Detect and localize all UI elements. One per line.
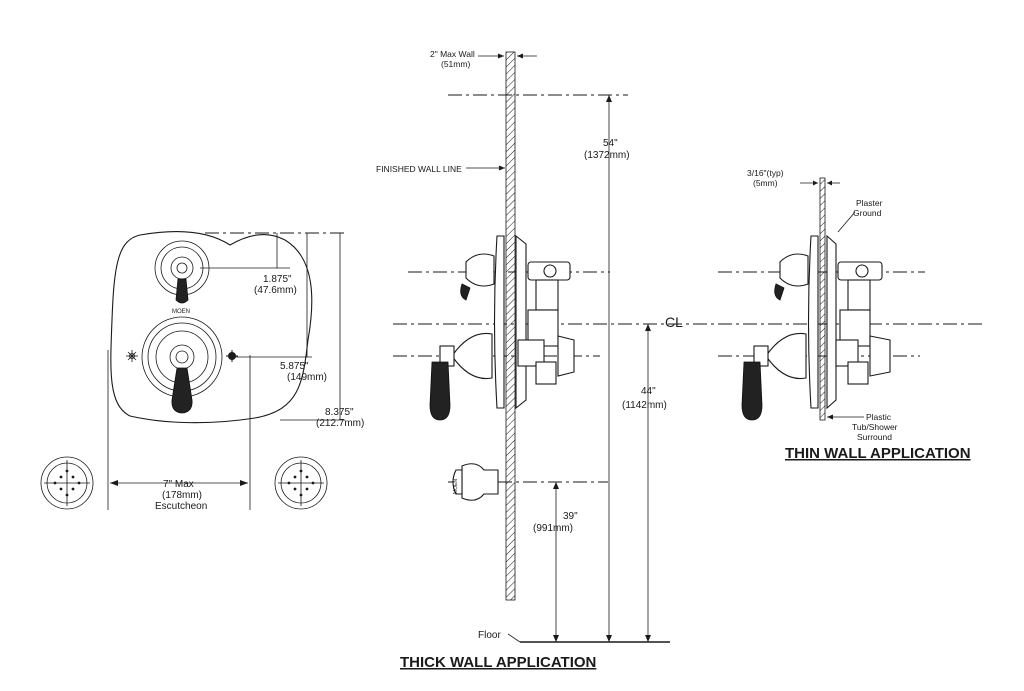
floor-label: Floor xyxy=(478,630,501,641)
cold-symbol-icon xyxy=(126,350,138,362)
dim-39-mm: (991mm) xyxy=(533,523,573,534)
dim-44: 44" xyxy=(641,386,656,397)
thick-wall-view: 2" Max Wall (51mm) FINISHED WALL LINE xyxy=(376,49,985,671)
plastic-label-2: Tub/Shower xyxy=(852,422,898,432)
thin-wall-section xyxy=(819,177,826,421)
hot-symbol-icon xyxy=(226,350,238,362)
typ-thickness: 3/16"(typ) xyxy=(747,168,784,178)
right-cartridge-end-view xyxy=(274,456,328,510)
finished-wall-line-label: FINISHED WALL LINE xyxy=(376,164,462,174)
plaster-ground-2: Ground xyxy=(853,208,882,218)
svg-text:MOEN: MOEN xyxy=(453,479,459,494)
thick-wall-title: THICK WALL APPLICATION xyxy=(400,654,596,671)
dim-1875-mm: (47.6mm) xyxy=(254,285,297,296)
escutcheon-mm: (178mm) xyxy=(162,490,202,501)
tub-spout: MOEN xyxy=(452,463,499,501)
escutcheon-plate xyxy=(110,231,313,424)
plastic-label-3: Surround xyxy=(857,432,892,442)
escutcheon-max: 7" Max xyxy=(163,479,194,490)
dim-5875-mm: (149mm) xyxy=(287,372,327,383)
max-wall-mm: (51mm) xyxy=(441,59,470,69)
dim-8375: 8.375" xyxy=(325,407,354,418)
dim-44-mm: (1142mm) xyxy=(622,400,667,411)
plastic-label-1: Plastic xyxy=(866,412,892,422)
dim-5875: 5.875" xyxy=(280,361,309,372)
dim-39: 39" xyxy=(563,511,578,522)
main-handle-lever xyxy=(171,367,193,414)
thick-wall-section xyxy=(505,51,516,601)
thin-wall-title: THIN WALL APPLICATION xyxy=(785,445,971,462)
front-view: MOEN 1.875" (47.6mm) 5. xyxy=(40,231,364,512)
dim-8375-mm: (212.7mm) xyxy=(316,418,364,429)
brand-mark: MOEN xyxy=(172,309,190,315)
max-wall-label: 2" Max Wall xyxy=(430,49,475,59)
dim-1875: 1.875" xyxy=(263,274,292,285)
centerline-mark: CL xyxy=(665,314,683,330)
thin-wall-view: 3/16"(typ) (5mm) Plaster Ground Plastic … xyxy=(718,168,971,462)
thick-valve-assembly xyxy=(429,234,575,421)
dim-54-mm: (1372mm) xyxy=(584,150,630,161)
diverter-lever xyxy=(175,278,189,304)
dim-54: 54" xyxy=(603,138,618,149)
plaster-ground-1: Plaster xyxy=(856,198,883,208)
left-cartridge-end-view xyxy=(40,456,94,510)
escutcheon-label: Escutcheon xyxy=(155,501,207,512)
typ-thickness-mm: (5mm) xyxy=(753,178,778,188)
thin-valve-assembly xyxy=(741,234,891,421)
